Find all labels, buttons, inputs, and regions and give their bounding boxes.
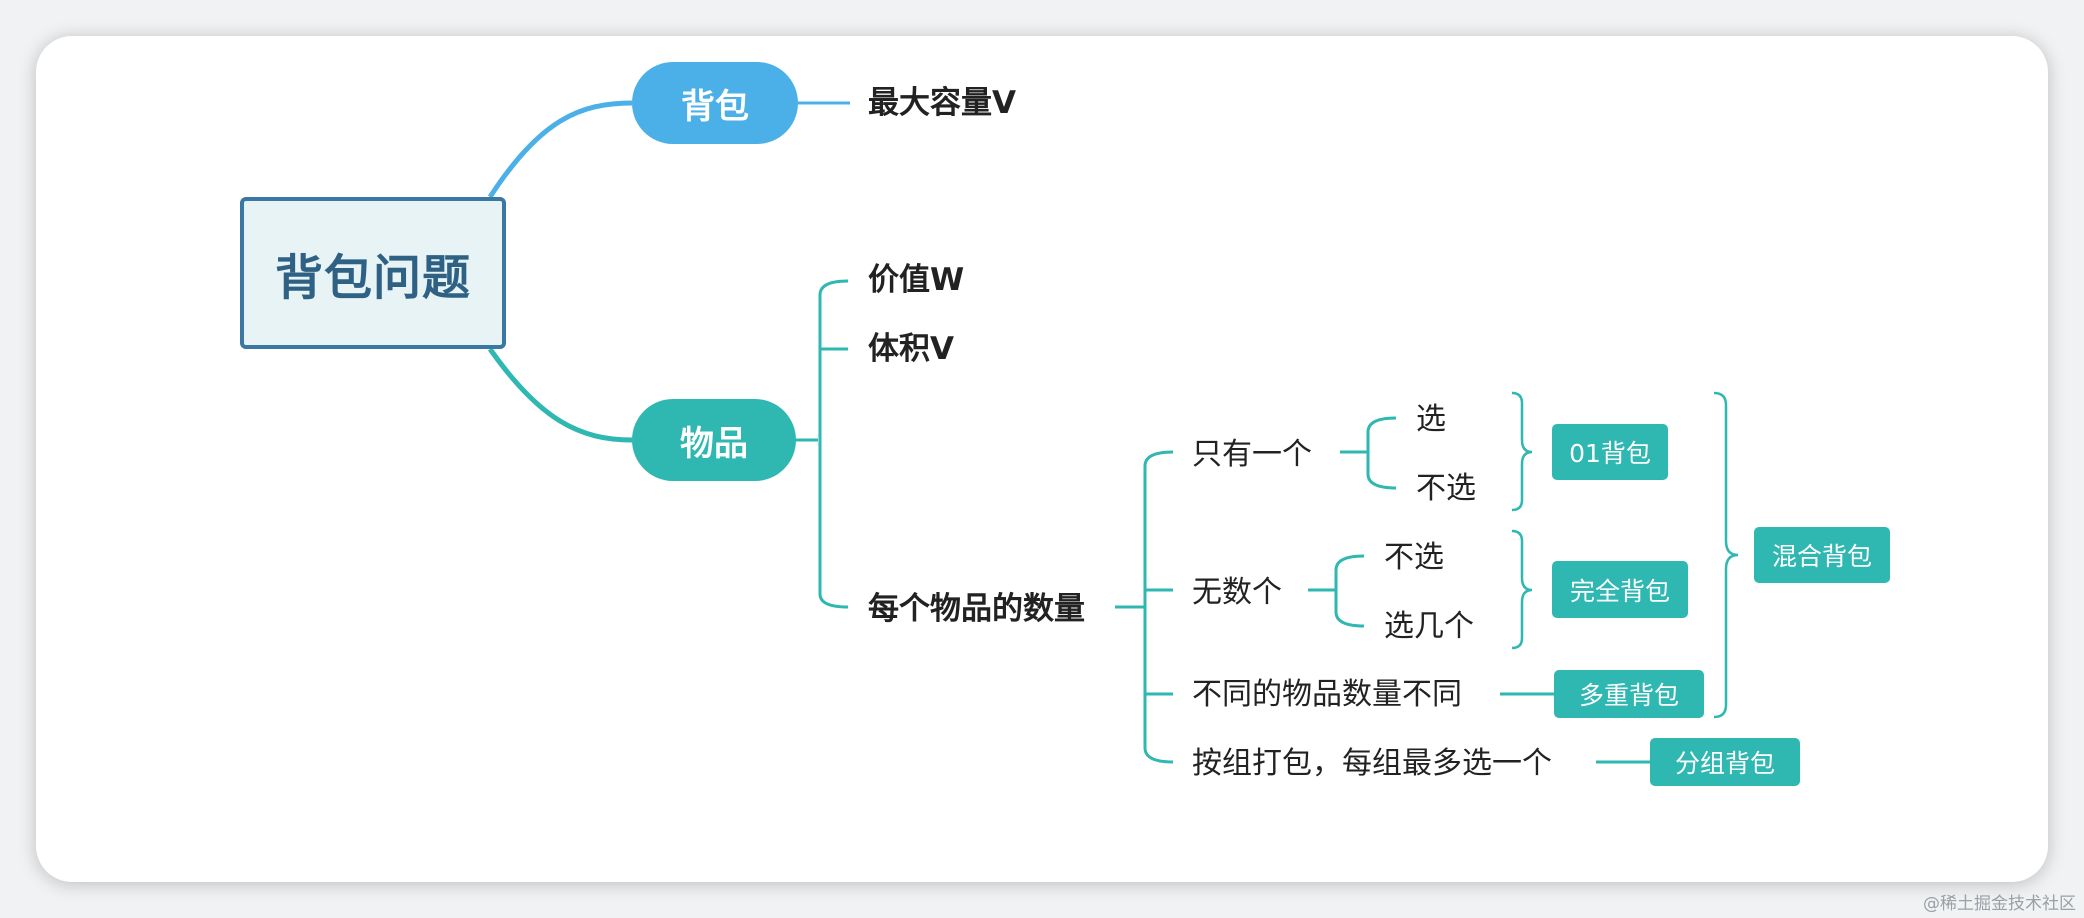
connector-root-bag bbox=[487, 100, 633, 199]
node-volume: 体积V bbox=[868, 331, 954, 367]
choice-not-select-2: 不选 bbox=[1384, 540, 1444, 575]
watermark: @稀土掘金技术社区 bbox=[1923, 894, 2076, 914]
connector-root-item bbox=[487, 347, 633, 443]
option-multiple: 不同的物品数量不同 bbox=[1192, 677, 1462, 712]
node-quantity: 每个物品的数量 bbox=[868, 591, 1085, 627]
choice-not-select: 不选 bbox=[1416, 471, 1476, 506]
node-value: 价值W bbox=[868, 262, 965, 298]
option-group: 按组打包，每组最多选一个 bbox=[1192, 746, 1552, 781]
bracket-only-one bbox=[1366, 416, 1397, 490]
root-node: 背包问题 bbox=[240, 197, 506, 349]
option-only-one: 只有一个 bbox=[1192, 437, 1312, 472]
brace-complete bbox=[1511, 529, 1533, 650]
option-unlimited: 无数个 bbox=[1192, 575, 1282, 610]
tag-multiple-knapsack: 多重背包 bbox=[1554, 670, 1704, 718]
bracket-item bbox=[818, 279, 849, 609]
brace-combined bbox=[1713, 391, 1739, 719]
tag-mixed-knapsack: 混合背包 bbox=[1754, 527, 1890, 583]
branch-item: 物品 bbox=[632, 399, 796, 481]
node-max-capacity: 最大容量V bbox=[868, 85, 1016, 121]
branch-bag: 背包 bbox=[632, 62, 798, 144]
tag-complete-knapsack: 完全背包 bbox=[1552, 561, 1688, 618]
brace-01 bbox=[1511, 391, 1533, 512]
choice-select-several: 选几个 bbox=[1384, 609, 1474, 644]
bracket-unlimited bbox=[1334, 554, 1365, 628]
bracket-quantity bbox=[1143, 450, 1174, 764]
tag-group-knapsack: 分组背包 bbox=[1650, 738, 1800, 786]
tag-01-knapsack: 01背包 bbox=[1552, 424, 1668, 480]
choice-select: 选 bbox=[1416, 402, 1446, 437]
